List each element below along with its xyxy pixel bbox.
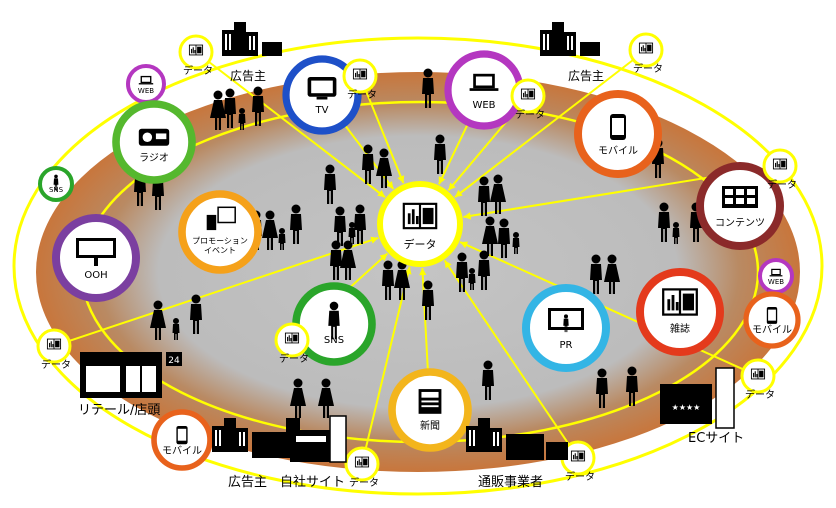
web-node-label: WEB — [472, 100, 495, 111]
svg-text:★★★★: ★★★★ — [672, 403, 701, 412]
arrow-head — [386, 181, 394, 189]
center-data-node[interactable]: データ — [377, 181, 463, 267]
own-site-building — [290, 415, 347, 463]
arrow-head — [379, 253, 388, 262]
contents-node-label: コンテンツ — [715, 218, 765, 229]
actor-labels: 広告主 広告主 広告主 自社サイト リテール/店頭 ECサイト 通販事業者 — [78, 69, 744, 490]
data-badge-label: データ — [41, 358, 71, 371]
data-badge[interactable]: データ — [628, 32, 664, 75]
web-right-node-label: WEB — [768, 278, 784, 286]
promo-node-label: イベント — [204, 246, 236, 255]
ec-site-building: ★★★★ — [660, 367, 735, 429]
newspaper-node[interactable]: 新聞 — [388, 368, 472, 452]
pr-node-label: PR — [560, 340, 573, 351]
magazine-node[interactable]: 雑誌 — [636, 268, 724, 356]
center-data-label: データ — [404, 237, 437, 251]
web-small-node-label: WEB — [138, 87, 154, 95]
arrow-line — [68, 236, 379, 342]
arrow-head — [377, 189, 386, 198]
advertiser-label-bottom: 広告主 — [228, 475, 267, 490]
mobile-right-node-label: モバイル — [752, 324, 792, 336]
data-badge[interactable]: データ — [762, 148, 798, 191]
arrow-head — [454, 189, 463, 198]
advertiser-label-top-left: 広告主 — [230, 69, 266, 83]
data-badge-label: データ — [515, 108, 545, 121]
data-badge[interactable]: データ — [560, 440, 596, 483]
mail-order-building — [466, 418, 568, 460]
data-badge-label: データ — [633, 62, 663, 75]
retail-label: リテール/店頭 — [78, 403, 160, 418]
magazine-node-label: 雑誌 — [670, 322, 690, 335]
web-right-node[interactable]: WEB — [758, 258, 794, 294]
pr-node[interactable]: PR — [522, 284, 610, 372]
data-badge[interactable]: データ — [178, 34, 214, 77]
mail-order-label: 通販事業者 — [478, 474, 543, 490]
arrow-head — [460, 241, 469, 249]
web-node[interactable]: WEB — [444, 50, 524, 130]
data-badge-label: データ — [767, 178, 797, 191]
advertiser-building-top-left — [222, 22, 282, 56]
arrow-head — [397, 175, 405, 184]
retail-store: 24 — [80, 352, 182, 398]
arrow-line — [208, 60, 386, 198]
ec-site-label: ECサイト — [688, 431, 744, 446]
data-badge[interactable]: データ — [36, 328, 72, 371]
mobile-bottom-node-label: モバイル — [162, 445, 202, 457]
data-badge-label: データ — [347, 88, 377, 101]
advertiser-label-top-right: 広告主 — [568, 69, 604, 83]
own-site-label: 自社サイト — [280, 474, 345, 490]
tv-node-label: TV — [315, 105, 329, 116]
mobile-bottom-node[interactable]: モバイル — [151, 409, 213, 471]
ooh-node[interactable]: OOH — [52, 214, 140, 302]
arrow-head — [438, 176, 446, 185]
data-badge-label: データ — [745, 388, 775, 401]
data-badge[interactable]: データ — [740, 358, 776, 401]
data-badge-label: データ — [183, 64, 213, 77]
outer-yellow-ring — [12, 36, 824, 496]
advertiser-building-top-right — [540, 22, 600, 56]
sns-node[interactable]: SNS — [292, 282, 376, 366]
data-badge[interactable]: データ — [274, 322, 310, 365]
data-badge[interactable]: データ — [344, 446, 380, 489]
data-badge[interactable]: データ — [510, 78, 546, 121]
arrow-line — [364, 266, 411, 449]
data-badge-label: データ — [565, 470, 595, 483]
data-badge-label: データ — [349, 476, 379, 489]
mobile-node[interactable]: モバイル — [574, 90, 662, 178]
arrow-head — [448, 182, 456, 191]
radio-node[interactable]: ラジオ — [112, 100, 196, 184]
mobile-node-label: モバイル — [598, 145, 638, 157]
promo-node-label: プロモーション — [192, 236, 248, 245]
ooh-node-label: OOH — [84, 270, 107, 281]
data-badge-label: データ — [279, 352, 309, 365]
arrow-head — [419, 267, 427, 276]
arrow-line — [365, 90, 405, 184]
store-sign: 24 — [168, 356, 180, 366]
sns-node-label: SNS — [324, 335, 344, 346]
arrow-head — [370, 236, 379, 244]
sns-small-node-label: SNS — [49, 186, 64, 194]
newspaper-node-label: 新聞 — [420, 419, 440, 432]
sns-small-node[interactable]: SNS — [38, 166, 74, 202]
contents-node[interactable]: コンテンツ — [696, 162, 784, 250]
mobile-right-node[interactable]: モバイル — [743, 291, 801, 349]
data-badge[interactable]: データ — [342, 58, 378, 101]
arrow-head — [444, 260, 452, 269]
radio-node-label: ラジオ — [139, 152, 169, 164]
web-small-node[interactable]: WEB — [126, 64, 166, 104]
arrow-line — [443, 259, 570, 446]
arrow-head — [463, 212, 472, 220]
arrow-line — [454, 58, 634, 198]
tv-node[interactable]: TV — [282, 55, 362, 135]
